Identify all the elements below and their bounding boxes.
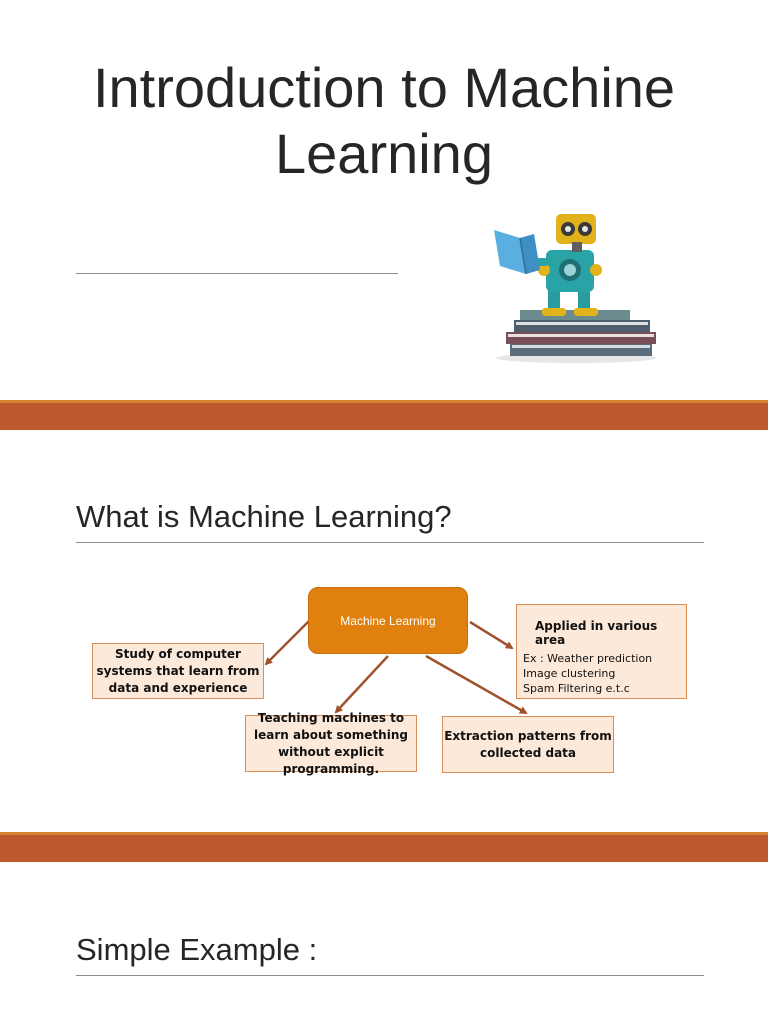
machine-learning-node: Machine Learning: [308, 587, 468, 654]
slide-title: Introduction to Machine Learning: [40, 55, 728, 187]
arrow-to-right-box: [469, 620, 514, 650]
heading-underline: [76, 975, 704, 976]
node-extraction-patterns: Extraction patterns from collected data: [442, 716, 614, 773]
application-item: Ex : Weather prediction: [523, 652, 653, 665]
slide-title-line-2: Learning: [275, 122, 493, 185]
section-heading: What is Machine Learning?: [76, 499, 452, 534]
diagram-arrows: [264, 617, 528, 715]
slide-divider: [0, 832, 768, 862]
arrow-to-left-box: [264, 617, 313, 666]
section-heading: Simple Example :: [76, 932, 318, 967]
slide-title-line-1: Introduction to Machine: [92, 56, 676, 119]
application-item: Spam Filtering e.t.c: [523, 682, 630, 695]
applications-title: Applied in various area: [535, 619, 658, 647]
arrow-to-bottom-left-box: [334, 655, 389, 714]
node-applications: Applied in various area Ex : Weather pre…: [516, 604, 687, 699]
application-item: Image clustering: [523, 667, 616, 680]
robot-reading-illustration: [494, 214, 656, 363]
title-underline: [76, 273, 398, 274]
node-study-systems: Study of computer systems that learn fro…: [92, 643, 264, 699]
node-teaching-machines: Teaching machines to learn about somethi…: [245, 711, 417, 776]
arrow-to-bottom-right-box: [425, 654, 528, 715]
slide-divider: [0, 400, 768, 430]
heading-underline: [76, 542, 704, 543]
